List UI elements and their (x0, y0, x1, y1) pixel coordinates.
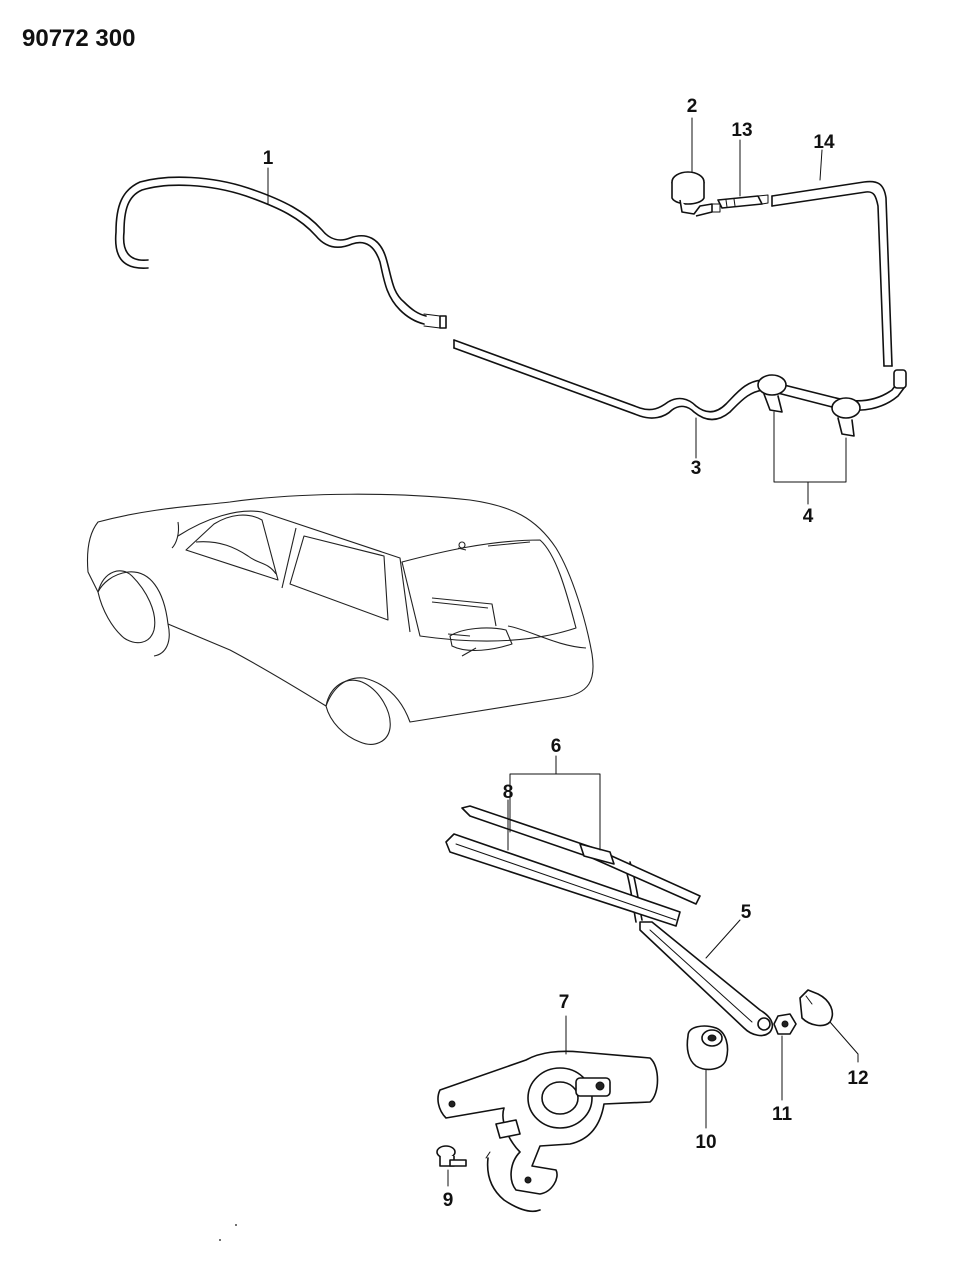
callout-13: 13 (731, 120, 752, 141)
callout-3: 3 (691, 458, 702, 479)
callout-4: 4 (803, 506, 814, 527)
mounting-bolt (436, 1145, 467, 1167)
callout-10: 10 (695, 1132, 716, 1153)
wiper-motor (437, 1050, 659, 1213)
lock-nut (773, 1013, 797, 1035)
arm-cap (799, 989, 834, 1027)
reference-number: 90772 300 (22, 25, 135, 52)
nozzle-hose (771, 180, 893, 367)
callout-12: 12 (847, 1068, 868, 1089)
callout-11: 11 (772, 1104, 793, 1125)
callout-9: 9 (443, 1190, 454, 1211)
hose-clip (757, 374, 861, 437)
washer-nozzle (671, 171, 721, 217)
callout-1: 1 (263, 148, 274, 169)
wiper-blade (445, 805, 701, 927)
grommet (686, 1025, 729, 1071)
callout-7: 7 (559, 992, 570, 1013)
callout-2: 2 (687, 96, 698, 117)
wiper-arm (623, 861, 774, 1037)
callout-6: 6 (551, 736, 562, 757)
callout-14: 14 (813, 132, 835, 153)
washer-tube (453, 339, 907, 421)
washer-hose (114, 176, 447, 329)
callout-labels: 1 2 3 4 5 6 7 8 9 10 11 12 13 14 (263, 96, 869, 1211)
callout-8: 8 (503, 782, 514, 803)
hose-joint (717, 194, 769, 209)
leader-lines (267, 117, 859, 1187)
callout-5: 5 (741, 902, 752, 923)
vehicle-outline (86, 493, 594, 745)
